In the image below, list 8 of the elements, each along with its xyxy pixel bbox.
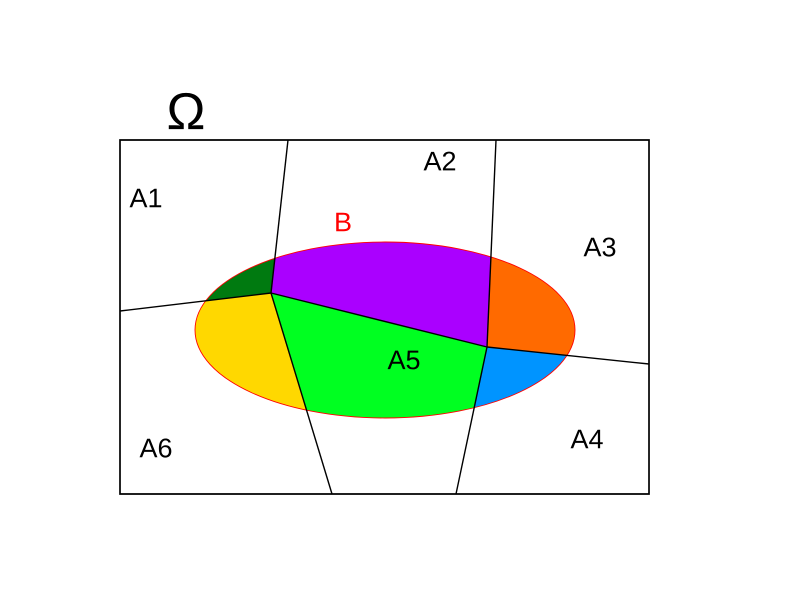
region-label: A2 [424,152,456,170]
ellipse-label: B [336,212,351,232]
region-label: A3 [584,237,616,257]
region-label: A1 [130,188,162,208]
region-label: A5 [388,350,420,370]
region-label: A4 [570,430,603,448]
set-label: Ω [168,92,204,130]
region-label: A6 [140,438,172,458]
